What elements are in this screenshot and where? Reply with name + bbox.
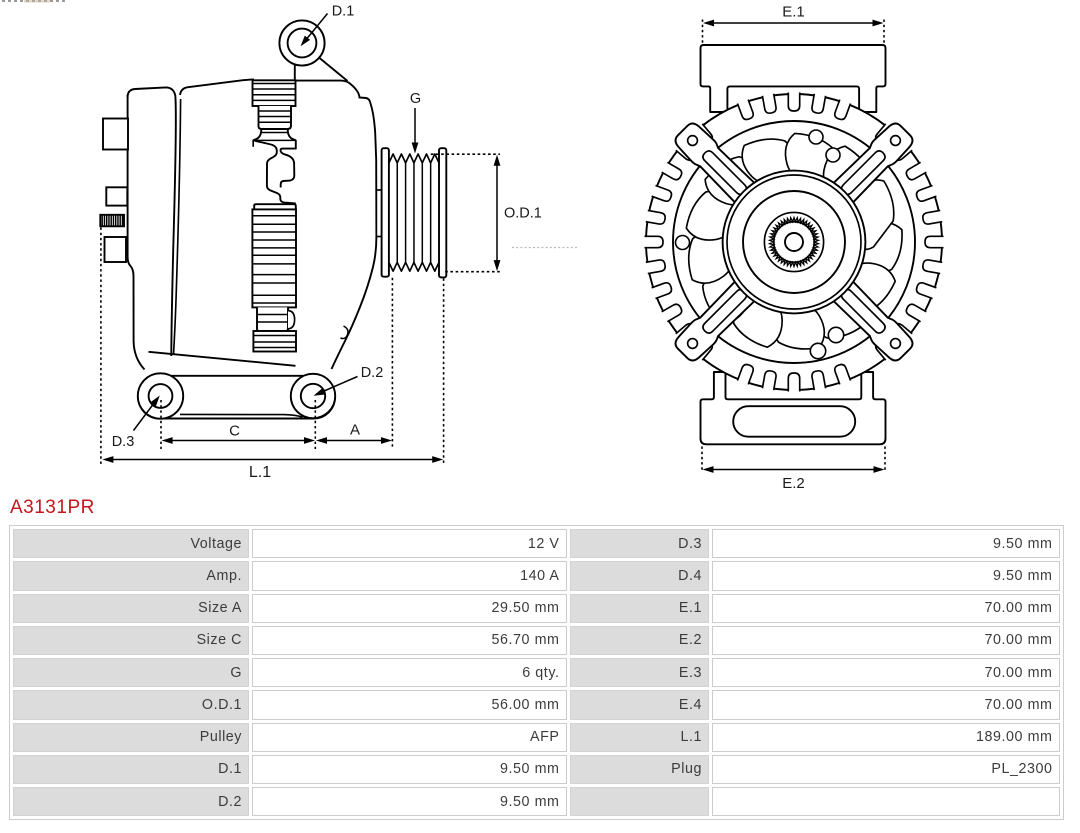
- svg-text:D.3: D.3: [112, 434, 135, 450]
- svg-text:C: C: [229, 423, 240, 440]
- svg-text:A: A: [350, 422, 360, 439]
- svg-text:D.1: D.1: [332, 4, 355, 20]
- svg-text:L.1: L.1: [249, 464, 271, 481]
- svg-text:E.1: E.1: [782, 4, 805, 21]
- svg-text:O.D.1: O.D.1: [504, 206, 542, 222]
- svg-text:E.2: E.2: [782, 475, 805, 492]
- svg-text:D.2: D.2: [361, 365, 384, 381]
- svg-text:G: G: [410, 91, 421, 107]
